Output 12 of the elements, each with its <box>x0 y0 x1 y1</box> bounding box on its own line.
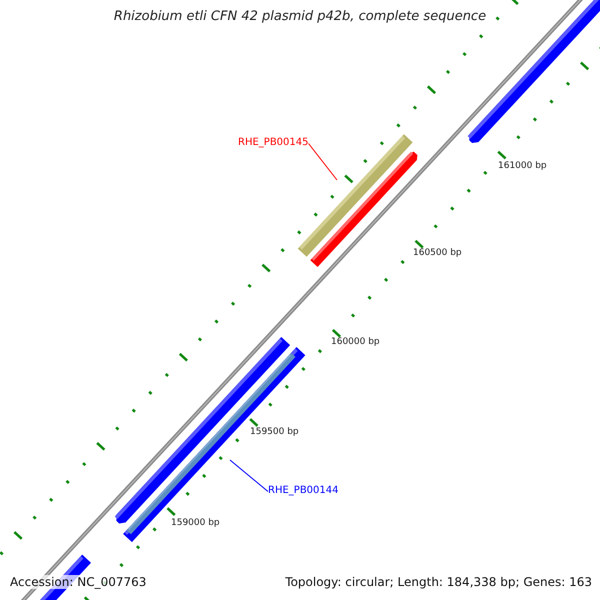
leader-line <box>308 143 338 180</box>
scale-label: 159500 bp <box>250 427 299 437</box>
title: Rhizobium etli CFN 42 plasmid p42b, complete sequence <box>112 9 488 24</box>
scale-label: 160000 bp <box>331 337 380 347</box>
scale-label: 161000 bp <box>498 161 547 171</box>
scale-label: 160500 bp <box>413 248 462 258</box>
gene-label: RHE_PB00145 <box>238 137 308 148</box>
scale-label: 159000 bp <box>171 518 220 528</box>
accession-text: Accession: NC_007763 <box>8 575 148 589</box>
leader-line <box>230 460 268 492</box>
sequence-info: Topology: circular; Length: 184,338 bp; Genes: 163 <box>285 575 592 589</box>
gene-label: RHE_PB00144 <box>268 485 338 496</box>
